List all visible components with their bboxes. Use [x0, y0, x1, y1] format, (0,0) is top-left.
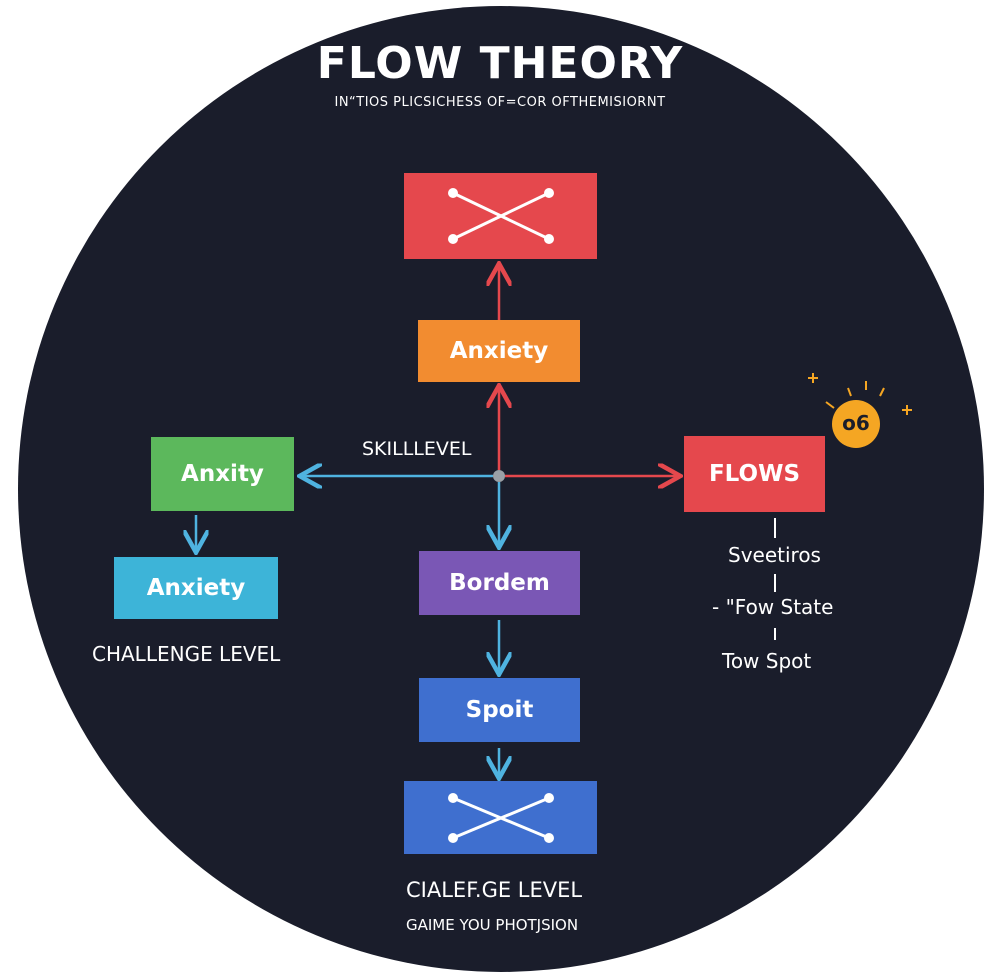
- flows-list-item-3: Tow Spot: [722, 649, 812, 673]
- flows-list-item-1: Sveetiros: [728, 543, 821, 567]
- diagram-title: FLOW THEORY: [316, 38, 684, 89]
- challenge-level-left-label: CHALLENGE LEVEL: [92, 642, 281, 666]
- bottom-cross-box: [404, 781, 597, 854]
- game-you-phousion-label: GAIME YOU PHOTJSION: [406, 916, 579, 934]
- origin-dot: [493, 470, 505, 482]
- badge-text: o6: [842, 411, 870, 435]
- top-cross-box: [404, 173, 597, 259]
- flows-box: FLOWS: [684, 436, 825, 512]
- cross-arrows-icon: [447, 792, 554, 843]
- anxiety-top-box: Anxiety: [418, 320, 580, 382]
- anxiety-left-lower-box: Anxiety: [114, 557, 278, 619]
- challenge-level-bottom-label: CIALEF.GE LEVEL: [406, 878, 583, 902]
- spoit-box: Spoit: [419, 678, 580, 742]
- flows-list-item-2: - "Fow State: [712, 595, 834, 619]
- cross-arrows-icon: [447, 188, 554, 244]
- diagram-subtitle: IN“TIOS PLICSICHESS OF=COR OFTHEMISIORNT: [334, 95, 666, 110]
- anxity-left-box: Anxity: [151, 437, 294, 511]
- bordem-box: Bordem: [419, 551, 580, 615]
- skill-level-label: SKILLLEVEL: [362, 438, 472, 460]
